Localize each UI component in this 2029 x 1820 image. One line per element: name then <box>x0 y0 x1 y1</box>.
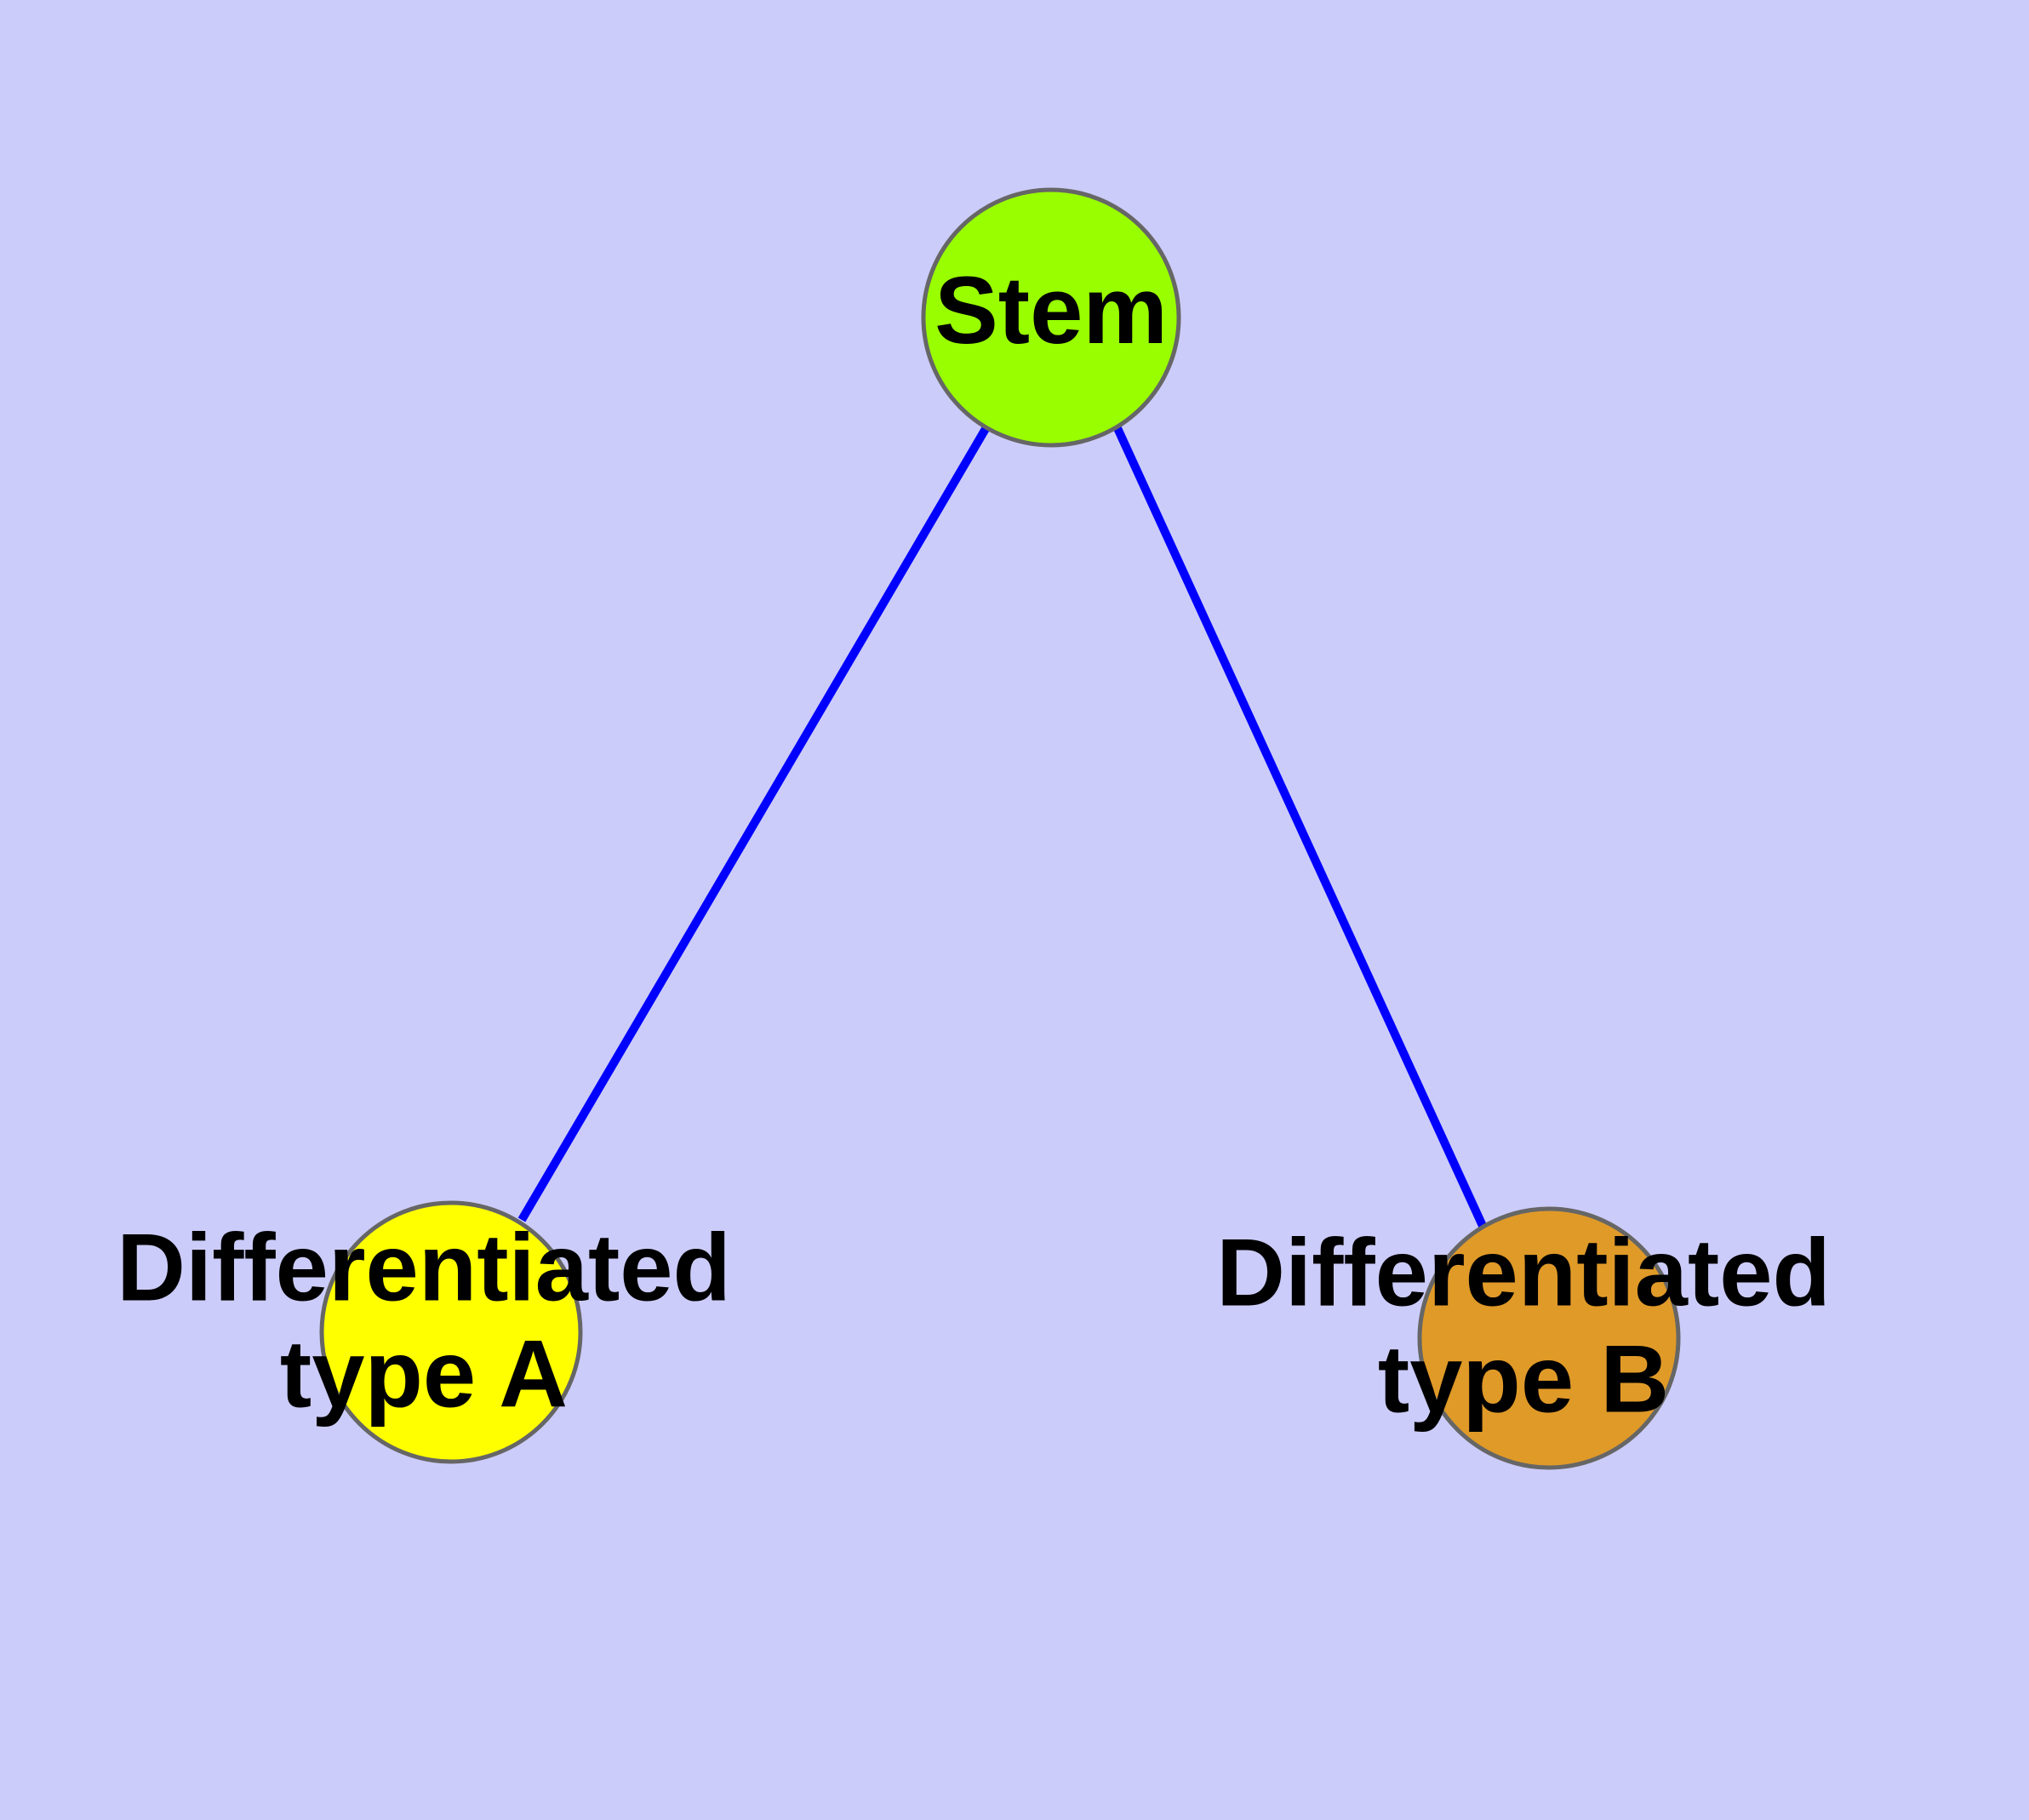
node-differentiated-type-a[interactable] <box>319 1200 583 1464</box>
node-stem[interactable] <box>921 187 1181 448</box>
node-circle-stem[interactable] <box>921 187 1181 448</box>
node-circle-differentiated-type-a[interactable] <box>319 1200 583 1464</box>
node-label-stem: Stem <box>934 257 1168 363</box>
edge-stem-to-differentiated-type-b[interactable] <box>1113 426 1487 1228</box>
node-layer <box>319 187 1681 1470</box>
node-differentiated-type-b[interactable] <box>1417 1206 1681 1470</box>
node-circle-differentiated-type-b[interactable] <box>1417 1206 1681 1470</box>
edge-layer <box>517 425 1487 1228</box>
edge-stem-to-differentiated-type-a[interactable] <box>517 425 991 1222</box>
